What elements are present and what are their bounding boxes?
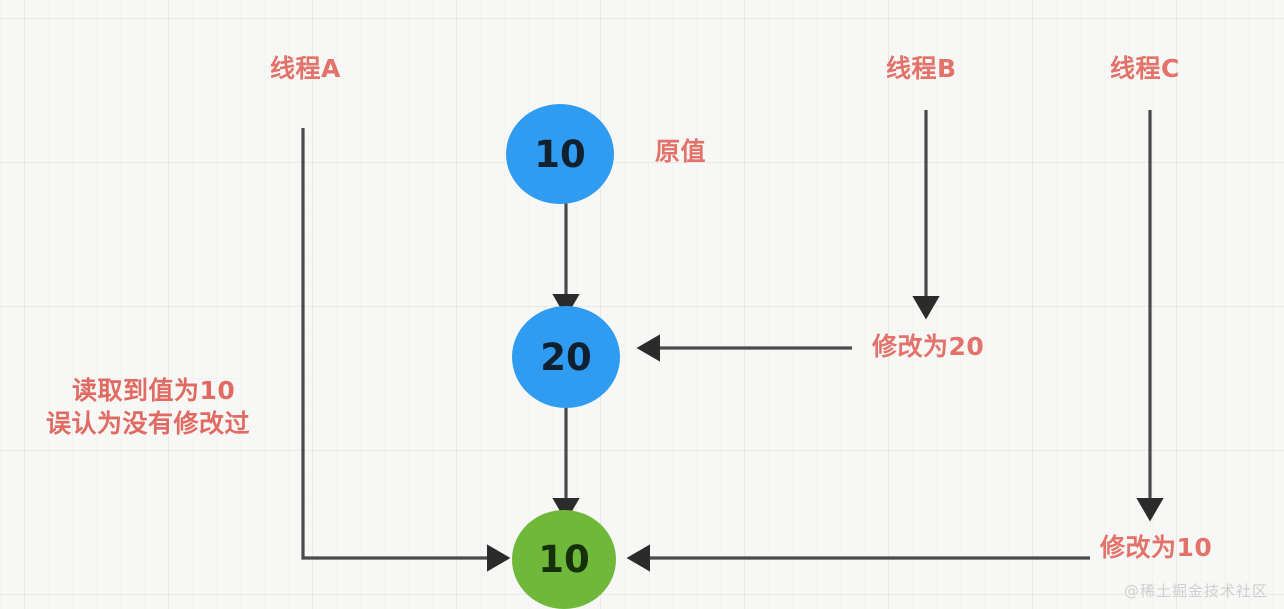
label-thread-b: 线程B: [886, 54, 957, 83]
label-thread-a-note-line1: 读取到值为10: [72, 376, 236, 405]
node-value-restored[interactable]: 10: [512, 510, 616, 609]
label-thread-c: 线程C: [1110, 54, 1180, 83]
label-modify-to-20: 修改为20: [872, 332, 985, 361]
node-value-modified[interactable]: 20: [512, 306, 620, 408]
label-thread-a-note-line2: 误认为没有修改过: [46, 409, 251, 438]
label-modify-to-10: 修改为10: [1100, 533, 1213, 562]
node-value-modified-text: 20: [540, 335, 592, 379]
label-thread-a: 线程A: [270, 54, 341, 83]
edge-thread-a-to-restored: [301, 128, 511, 572]
label-original-value: 原值: [655, 137, 707, 166]
watermark: @稀土掘金技术社区: [1124, 582, 1269, 600]
node-value-original[interactable]: 10: [506, 104, 614, 204]
node-value-original-text: 10: [534, 132, 586, 176]
node-value-restored-text: 10: [538, 538, 590, 581]
